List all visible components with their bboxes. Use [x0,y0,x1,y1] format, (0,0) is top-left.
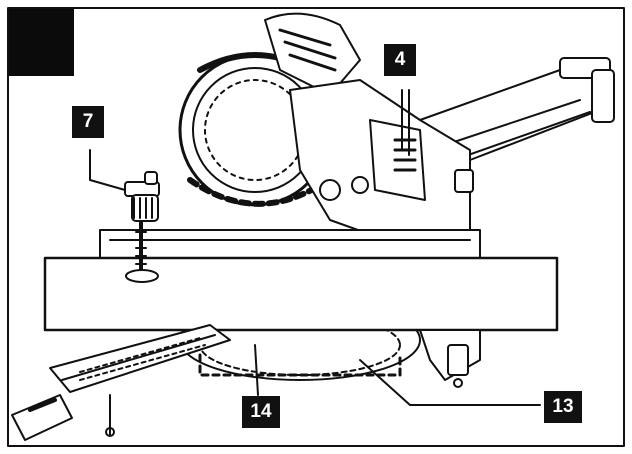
workpiece-board [43,256,559,332]
slide-rails [419,57,615,166]
leader-13 [359,359,411,406]
leader-14 [254,344,259,396]
right-base [419,329,481,388]
figure-corner-block [8,8,74,76]
callout-4: 4 [384,44,416,76]
callout-7: 7 [72,106,104,138]
callout-13: 13 [544,391,582,423]
saw-body [289,79,474,246]
hold-down-clamp [89,149,160,283]
front-extension [11,324,231,441]
fence [99,229,481,261]
motor-housing [264,12,361,96]
figure-frame [7,7,625,447]
callout-14: 14 [242,396,280,428]
